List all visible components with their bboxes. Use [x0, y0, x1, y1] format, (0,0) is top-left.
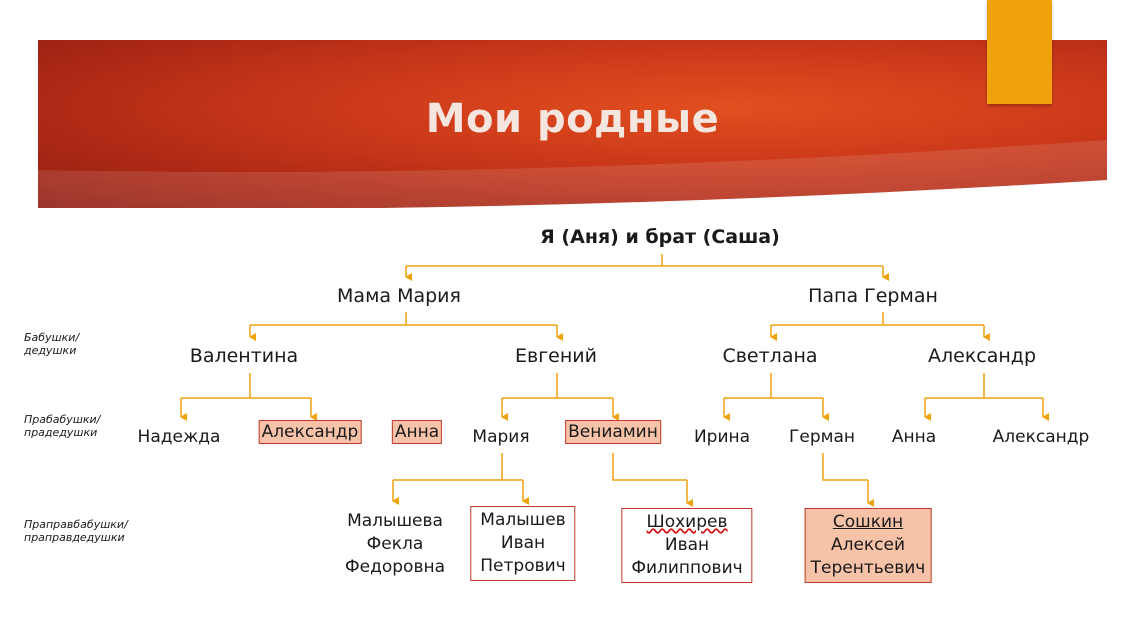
grandparent-node: Светлана	[722, 345, 818, 367]
given-name: Иван	[664, 535, 710, 555]
great-great-grandparent-node: Шохирев Иван Филиппович	[621, 508, 753, 583]
great-grandparent-node: Мария	[472, 427, 530, 447]
given-name: Алексей	[830, 535, 906, 555]
given-name: Фекла	[366, 534, 424, 554]
great-great-grandparent-node: Сошкин Алексей Терентьевич	[804, 508, 932, 583]
given-name: Иван	[500, 533, 546, 553]
patronymic: Федоровна	[345, 557, 445, 577]
surname: Сошкин	[832, 512, 904, 532]
great-grandparent-node: Анна	[391, 420, 443, 444]
side-label-grandparents: Бабушки/ дедушки	[24, 331, 80, 357]
great-grandparent-node: Анна	[891, 427, 937, 447]
surname: Шохирев	[646, 512, 728, 532]
father-node: Папа Герман	[808, 285, 938, 307]
great-great-grandparent-node: Малышева Фекла Федоровна	[345, 510, 445, 579]
grandparent-node: Валентина	[189, 345, 299, 367]
great-grandparent-node: Надежда	[137, 427, 221, 447]
great-grandparent-node: Ирина	[693, 427, 751, 447]
accent-tab	[987, 0, 1052, 104]
great-grandparent-node: Александр	[258, 420, 362, 444]
surname: Малышева	[347, 511, 443, 531]
root-node: Я (Аня) и брат (Саша)	[540, 226, 780, 248]
great-grandparent-node: Александр	[992, 427, 1090, 447]
grandparent-node: Евгений	[515, 345, 597, 367]
great-grandparent-node: Вениамин	[565, 420, 661, 444]
mother-node: Мама Мария	[337, 285, 461, 307]
slide-title: Мои родные	[425, 96, 720, 142]
great-grandparent-node: Герман	[789, 427, 855, 447]
grandparent-node: Александр	[927, 345, 1037, 367]
patronymic: Петрович	[480, 556, 566, 576]
side-label-great-grandparents: Прабабушки/ прадедушки	[24, 413, 101, 439]
side-label-great-great-grandparents: Праправбабушки/ праправдедушки	[24, 518, 128, 544]
surname: Малышев	[480, 510, 566, 530]
great-great-grandparent-node: Малышев Иван Петрович	[470, 506, 576, 581]
patronymic: Филиппович	[631, 558, 743, 578]
patronymic: Терентьевич	[810, 558, 926, 578]
